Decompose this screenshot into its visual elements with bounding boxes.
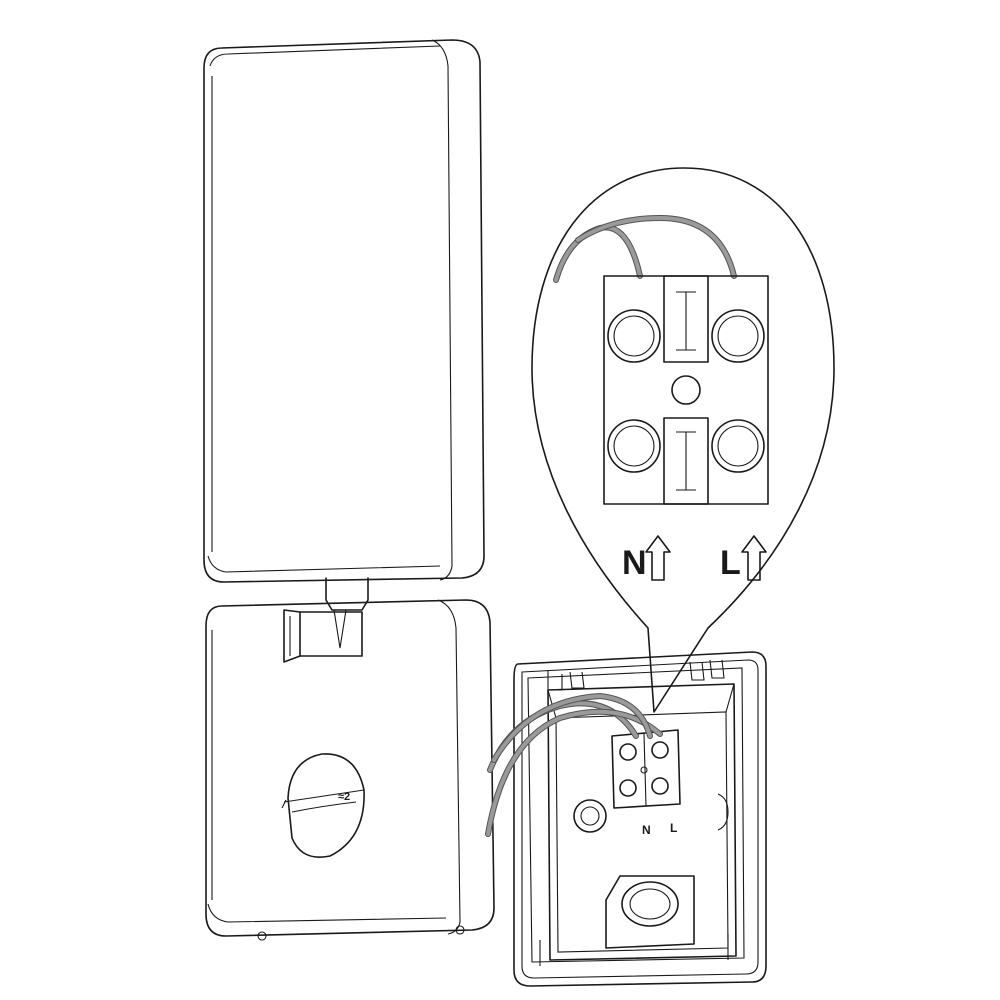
sensor-mark-label: ≈2 xyxy=(338,791,350,803)
pir-sensor-icon: ≈2 xyxy=(281,753,365,858)
neutral-arrow-icon xyxy=(645,535,671,581)
terminal-screw-icon xyxy=(711,419,765,473)
mounting-hole-icon xyxy=(671,375,701,405)
connecting-cables xyxy=(485,692,663,837)
terminal-label-group: N L xyxy=(622,535,767,582)
wall-base xyxy=(513,651,767,987)
terminal-block-magnified xyxy=(603,275,769,505)
terminal-screw-icon xyxy=(607,309,661,363)
terminal-screw-icon xyxy=(607,419,661,473)
neutral-label: N xyxy=(622,544,647,582)
bubble-wires xyxy=(553,214,737,283)
base-live-label: L xyxy=(670,821,677,835)
terminal-screw-icon xyxy=(711,309,765,363)
base-neutral-label: N xyxy=(642,823,651,837)
detail-bubble xyxy=(531,167,835,713)
live-arrow-icon xyxy=(741,535,767,581)
terminal-block-base: N L xyxy=(611,729,681,837)
sensor-housing xyxy=(205,599,495,941)
live-label: L xyxy=(720,544,741,582)
hinge-connector xyxy=(283,577,369,663)
lamp-panel xyxy=(203,39,485,583)
